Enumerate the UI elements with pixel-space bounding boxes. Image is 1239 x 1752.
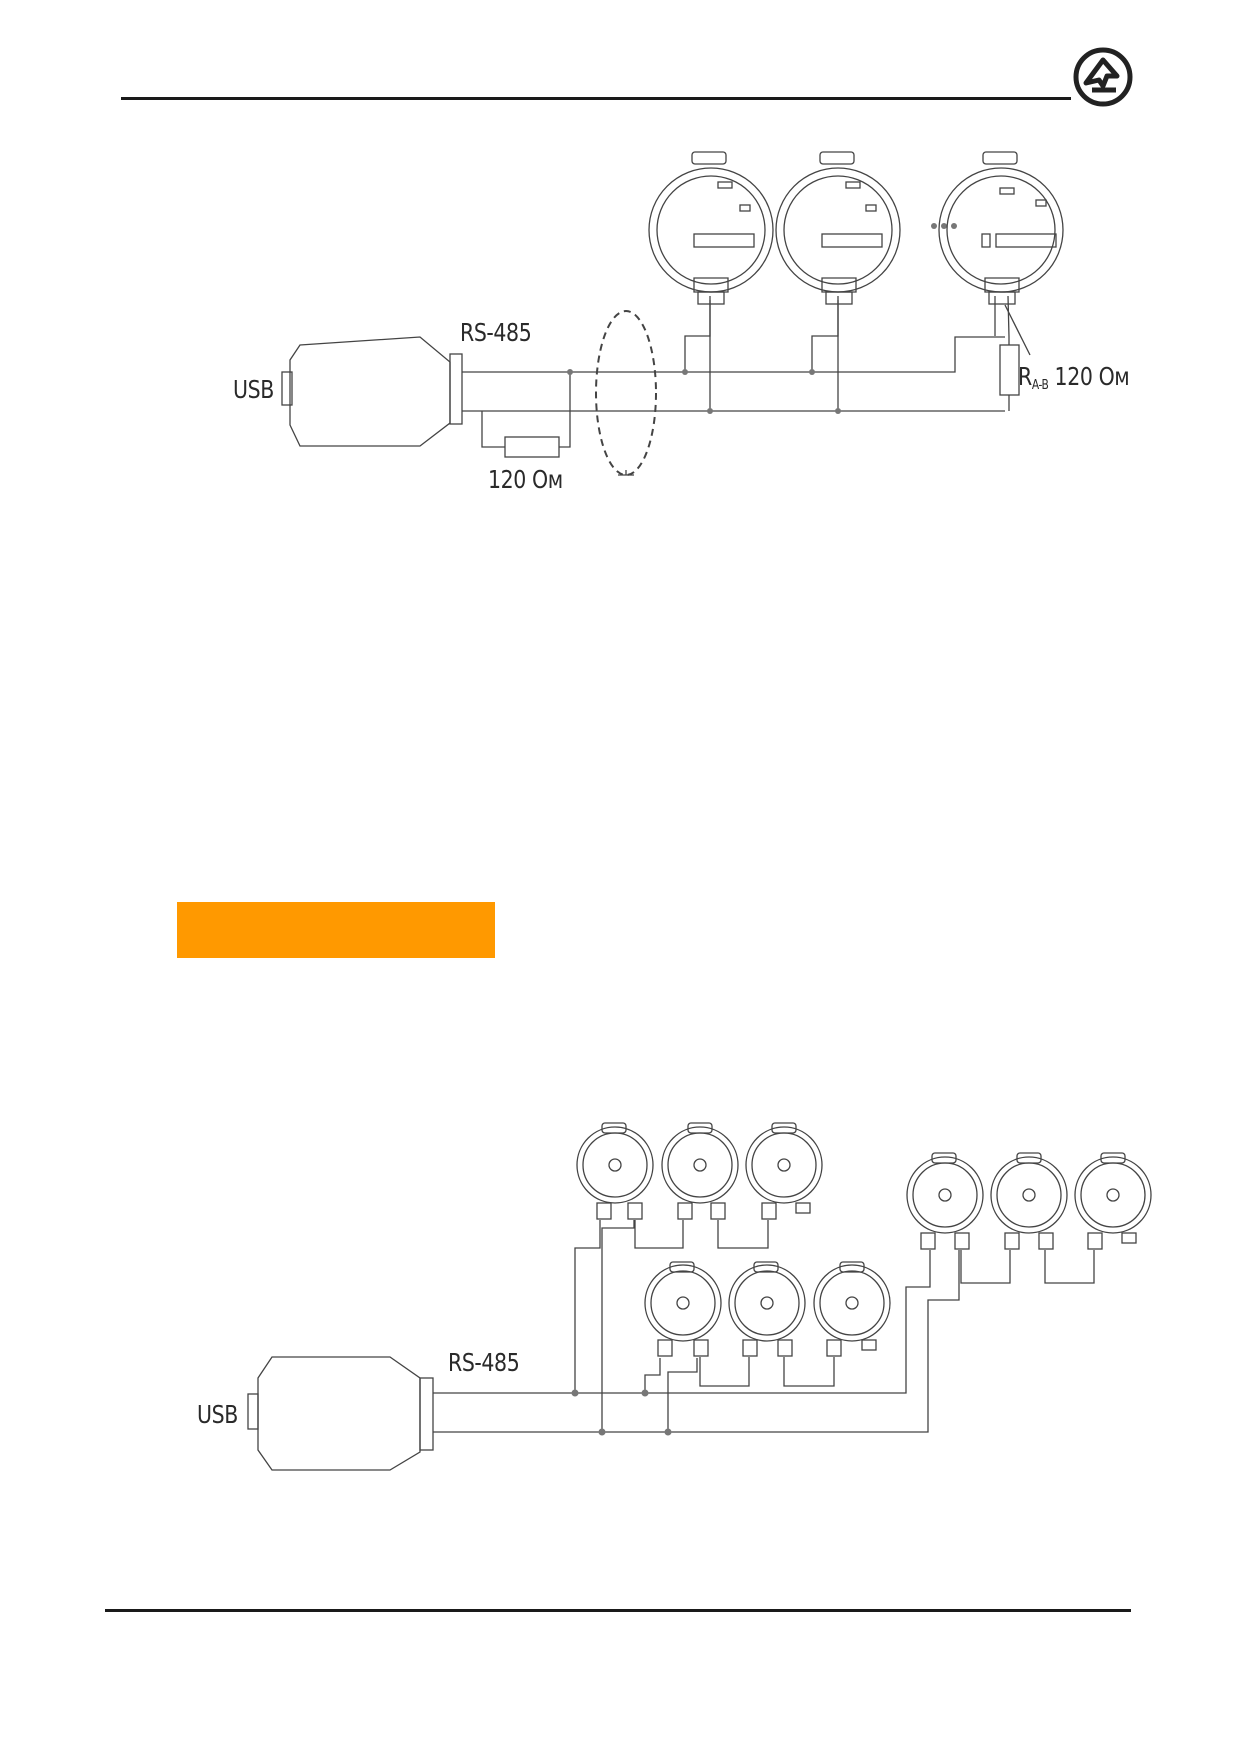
end-resistor-r: R [1018,362,1032,391]
bus-line-a [462,336,1005,373]
usb-label-2: USB [197,1400,238,1429]
terminal-block [449,353,463,425]
company-logo-icon [1073,47,1133,107]
device-r1-1 [576,1122,654,1220]
section-highlight-bar [177,902,495,958]
device-r3-2 [990,1152,1068,1250]
device-r2-2 [728,1261,806,1357]
end-resistor [999,344,1020,396]
footer-rule [105,1609,1131,1612]
resistor-120 [504,436,560,458]
resistor-label-1: 120 Ом [488,465,563,494]
rs485-label-2: RS-485 [448,1348,520,1377]
end-resistor-value: 120 Ом [1048,362,1130,391]
converter-body [289,336,451,447]
device-r2-1 [644,1261,722,1357]
device-r3-3 [1074,1152,1152,1250]
end-resistor-label: RA-B 120 Ом [1018,362,1130,393]
device-r3-1 [906,1152,984,1250]
usb-label-1: USB [233,375,274,404]
converter-body-2 [257,1356,421,1471]
device-group [576,1122,1152,1357]
diagram-single-bus [281,151,1064,476]
usb-port-2 [247,1393,259,1430]
device-r1-3 [745,1122,823,1220]
header-rule [121,97,1071,100]
device-r2-3 [813,1261,891,1357]
cable-shield [595,310,657,476]
device-r1-2 [661,1122,739,1220]
terminal-block-2 [419,1377,434,1451]
device-3 [938,151,1064,305]
bus2-line-b [433,1250,960,1433]
usb-port [281,371,293,406]
device-1 [648,151,774,305]
device-2 [775,151,901,305]
end-resistor-sub: A-B [1031,378,1049,393]
rs485-label-1: RS-485 [460,318,532,347]
